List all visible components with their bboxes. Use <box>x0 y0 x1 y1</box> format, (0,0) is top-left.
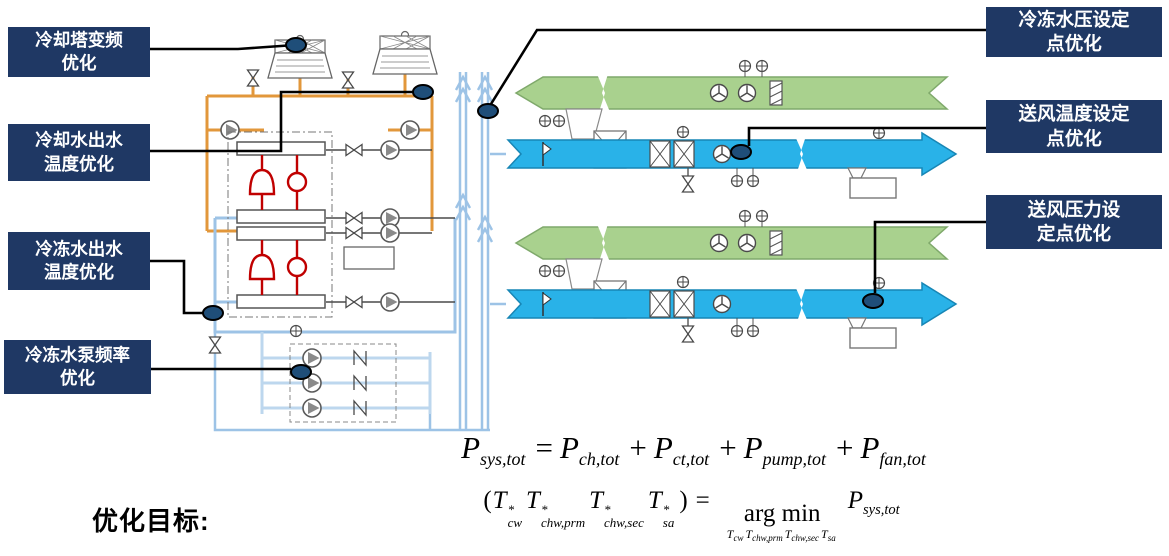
valve-icon <box>345 211 363 225</box>
chilled-water-risers <box>213 72 494 432</box>
pump-icon <box>380 292 400 312</box>
valve-icon <box>345 295 363 309</box>
valve-icon <box>208 336 222 354</box>
valve-icon <box>341 71 355 89</box>
flow-arrow-icon <box>476 87 494 104</box>
marker-chw-pressure <box>477 103 499 119</box>
pump-icon <box>380 223 400 243</box>
sensor-icon <box>289 324 303 338</box>
chiller-1 <box>235 140 327 225</box>
callout-cooling-tower-vfd: 冷却塔变频 优化 <box>8 27 150 77</box>
valve-icon <box>345 143 363 157</box>
flow-arrow-icon <box>454 87 472 104</box>
secondary-pump-group-box <box>289 343 397 423</box>
flow-arrow-icon <box>454 205 472 222</box>
flow-arrow-icon <box>476 227 494 244</box>
chiller-plant-boundary <box>227 131 333 318</box>
pump-icon <box>380 140 400 160</box>
expansion-tank <box>343 246 395 270</box>
cooling-tower-2 <box>372 30 438 75</box>
callout-chw-pressure-setpoint: 冷冻水压设定 点优化 <box>986 7 1162 57</box>
callout-lines <box>150 28 986 371</box>
valve-icon <box>345 226 363 240</box>
marker-supply-air-temp <box>730 144 752 160</box>
marker-cooling-water <box>412 84 434 100</box>
callout-supply-air-pressure-setpoint: 送风压力设 定点优化 <box>986 195 1162 249</box>
callout-chilled-water-temp: 冷冻水出水 温度优化 <box>8 232 150 290</box>
marker-chilled-water <box>202 305 224 321</box>
chilled-water-primary-loop <box>213 216 457 334</box>
valve-icon <box>246 69 260 87</box>
callout-chw-pump-freq: 冷冻水泵频率 优化 <box>4 340 151 394</box>
condenser-pump-icon <box>400 120 420 140</box>
callout-cooling-water-temp: 冷却水出水 温度优化 <box>8 124 150 181</box>
callout-supply-air-temp-setpoint: 送风温度设定 点优化 <box>986 100 1162 153</box>
callout-markers <box>202 37 884 380</box>
chiller-2 <box>235 225 327 310</box>
marker-pump-freq <box>290 364 312 380</box>
equation-total-power: Psys,tot=Pch,tot+Pct,tot+Ppump,tot+Pfan,… <box>461 430 926 470</box>
marker-cooling-tower <box>285 37 307 53</box>
secondary-pump-icon <box>302 398 322 418</box>
chilled-water-secondary-loop <box>260 332 432 414</box>
ahu-system-2 <box>490 211 956 349</box>
marker-supply-air-pressure <box>862 293 884 309</box>
objective-label: 优化目标: <box>92 506 210 536</box>
condenser-pump-icon <box>220 120 240 140</box>
secondary-pump-icon <box>302 348 322 368</box>
